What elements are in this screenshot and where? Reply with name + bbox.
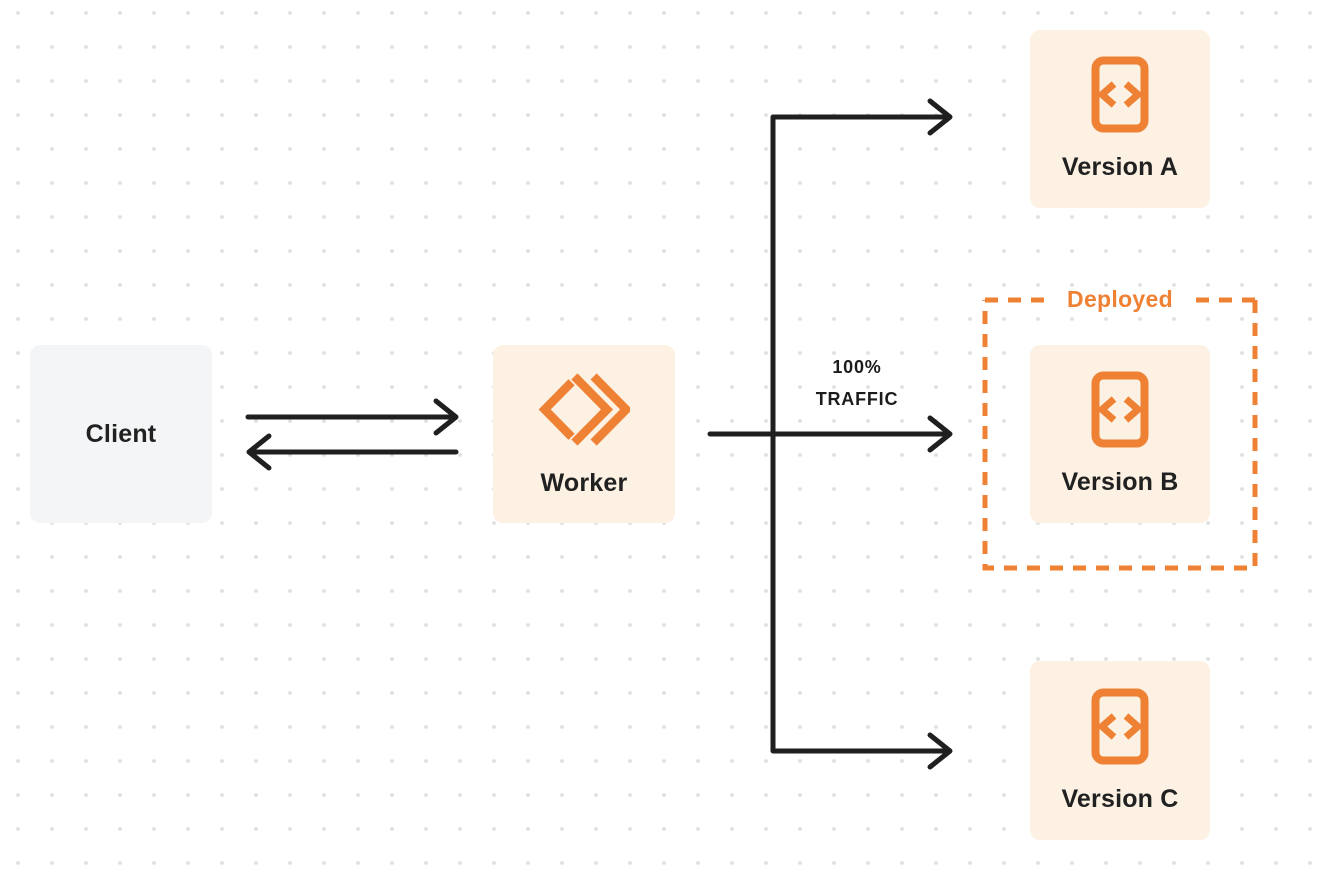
arrowhead-left-icon: [246, 433, 272, 471]
node-version-b: Version B: [1030, 345, 1210, 523]
arrow-client-to-worker: [245, 398, 459, 436]
node-version-a: Version A: [1030, 30, 1210, 208]
traffic-word: TRAFFIC: [815, 389, 899, 409]
version-a-label: Version A: [1061, 153, 1179, 181]
code-document-icon: [1091, 371, 1149, 453]
arrowhead-version-c-icon: [927, 732, 953, 770]
arrow-worker-to-version-b: [707, 415, 953, 453]
worker-label: Worker: [540, 469, 628, 497]
deployed-label: Deployed: [1067, 286, 1173, 312]
node-version-c: Version C: [1030, 661, 1210, 840]
traffic-label: 100% TRAFFIC: [777, 351, 937, 415]
node-worker: Worker: [493, 345, 675, 523]
arrowhead-right-icon: [433, 398, 459, 436]
workers-logo-icon: [538, 370, 633, 455]
version-b-label: Version B: [1061, 468, 1179, 496]
client-label: Client: [85, 419, 157, 448]
arrowhead-version-a-icon: [927, 98, 953, 136]
version-c-label: Version C: [1061, 784, 1179, 813]
branch-line: [770, 98, 953, 770]
arrowhead-version-b-icon: [927, 415, 953, 453]
traffic-percent: 100%: [832, 357, 882, 377]
arrow-worker-to-client: [246, 433, 459, 471]
code-document-icon: [1091, 688, 1149, 770]
node-client: Client: [30, 345, 212, 523]
code-document-icon: [1091, 56, 1149, 138]
